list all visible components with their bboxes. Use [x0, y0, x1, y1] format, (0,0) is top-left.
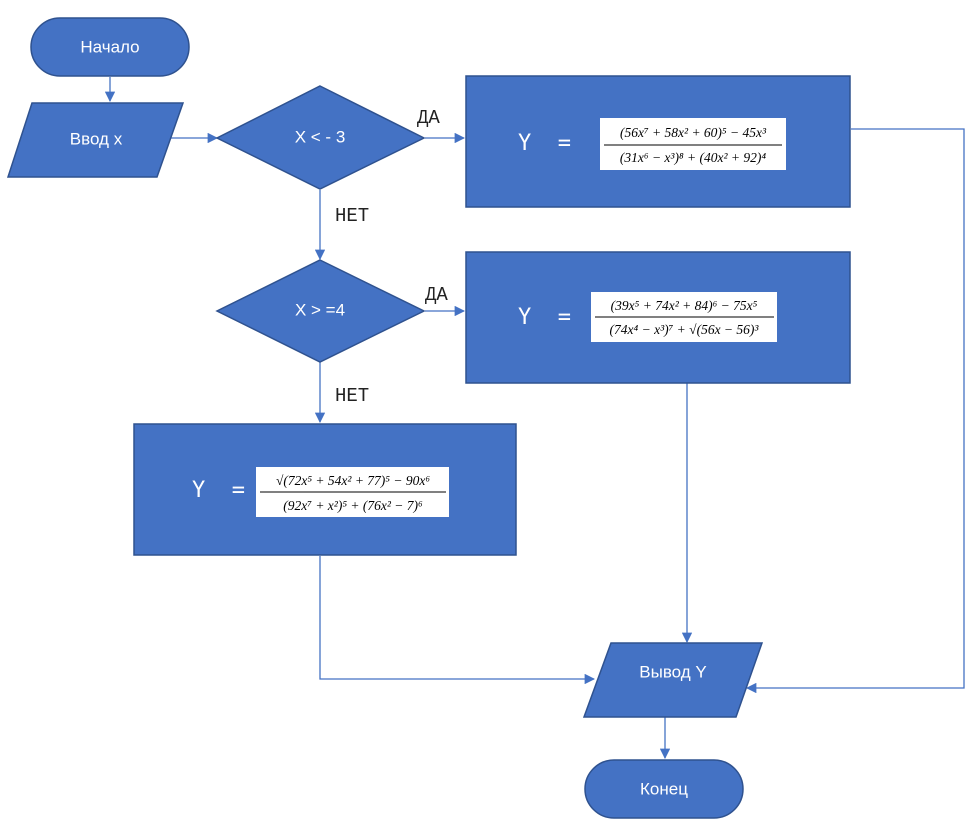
edge-label-no-2: НЕТ [335, 385, 369, 407]
process-box-2: Y = (39x⁵ + 74x² + 84)⁶ − 75x⁵ (74x⁴ − x… [465, 251, 851, 384]
edge-box3-to-output [319, 556, 596, 685]
end-label: Конец [640, 779, 688, 798]
y-equals-1: Y = [518, 131, 571, 156]
formula-1-denominator: (31x⁶ − x³)⁸ + (40x² + 92)⁴ [620, 150, 767, 165]
input-label: Ввод x [70, 129, 123, 148]
end-terminal: Конец [584, 759, 744, 819]
start-terminal: Начало [30, 17, 190, 77]
decision-2: X > =4 [215, 259, 426, 363]
formula-1-numerator: (56x⁷ + 58x² + 60)⁵ − 45x³ [620, 125, 767, 140]
input-block: Ввод x [6, 102, 185, 178]
output-block: Вывод Y [582, 642, 764, 718]
process-box-1: Y = (56x⁷ + 58x² + 60)⁵ − 45x³ (31x⁶ − x… [465, 75, 851, 208]
formula-3-numerator: √(72x⁵ + 54x² + 77)⁵ − 90x⁶ [276, 473, 430, 488]
edge-label-yes-1: ДА [417, 107, 440, 129]
decision-1: X < - 3 [215, 85, 426, 190]
formula-3-denominator: (92x⁷ + x²)⁵ + (76x² − 7)⁶ [283, 498, 423, 513]
decision-2-label: X > =4 [295, 300, 345, 319]
output-label: Вывод Y [639, 662, 706, 681]
formula-1-bg [600, 118, 786, 170]
start-label: Начало [80, 37, 139, 56]
y-equals-2: Y = [518, 305, 571, 330]
formula-2-denominator: (74x⁴ − x³)⁷ + √(56x − 56)³ [610, 322, 760, 337]
decision-1-label: X < - 3 [295, 127, 346, 146]
edge-label-yes-2: ДА [425, 284, 448, 306]
y-equals-3: Y = [192, 478, 245, 503]
formula-2-numerator: (39x⁵ + 74x² + 84)⁶ − 75x⁵ [611, 298, 758, 313]
connectors [104, 77, 965, 760]
process-box-3: Y = √(72x⁵ + 54x² + 77)⁵ − 90x⁶ (92x⁷ + … [133, 423, 517, 556]
edge-label-no-1: НЕТ [335, 205, 369, 227]
edge-box1-to-output [745, 128, 965, 694]
